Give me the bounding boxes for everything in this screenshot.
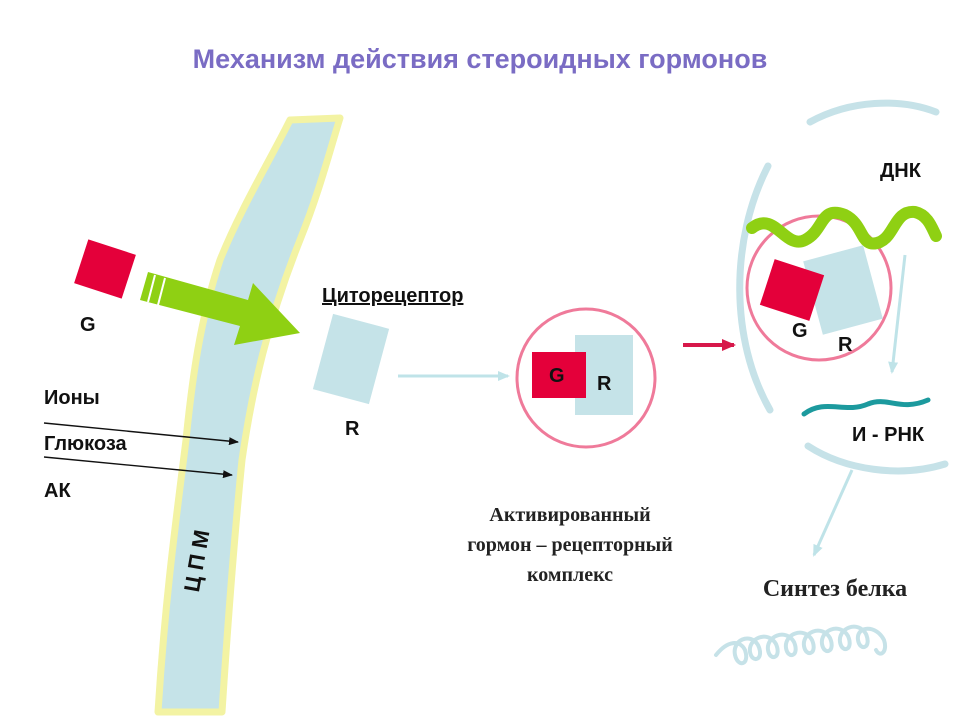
receptor-free [312, 313, 390, 405]
complex-caption: Активированный гормон – рецепторный комп… [420, 500, 720, 590]
glucose-arrow [43, 456, 233, 479]
receptor-free-label: R [345, 418, 360, 440]
complex-hormone-label: G [549, 365, 565, 387]
hormone-receptor-complex [515, 307, 657, 449]
mrna-label: И - РНК [852, 424, 925, 446]
receptor-nucleus [803, 245, 883, 335]
nucleus-receptor-label: R [838, 334, 853, 356]
complex-caption-line-3: комплекс [526, 564, 614, 586]
cell-membrane [154, 114, 344, 716]
nucleus-hormone-label: G [792, 320, 808, 342]
protein-coil [714, 624, 887, 666]
glucose-label: Глюкоза [44, 433, 127, 455]
ions-arrow [43, 422, 239, 446]
hormone-nucleus [759, 259, 825, 321]
dna-to-mrna-arrow [888, 254, 907, 374]
dna-label: ДНК [880, 160, 921, 182]
dna-strand [746, 206, 942, 250]
amino-acids-label: АК [44, 480, 71, 502]
complex-caption-line-1: Активированный [489, 504, 651, 526]
page-title: Механизм действия стероидных гормонов [192, 44, 768, 74]
protein-synthesis-label: Синтез белка [762, 576, 908, 602]
hormone-outside [74, 239, 136, 299]
cytoreceptor-label: Циторецептор [322, 285, 464, 307]
mrna-to-protein-arrow [812, 469, 854, 557]
nucleus-envelope [736, 99, 949, 475]
hormone-outside-label: G [80, 314, 96, 336]
mrna-strand [801, 397, 931, 417]
complex-caption-line-2: гормон – рецепторный [467, 534, 673, 556]
complex-receptor-label: R [597, 373, 612, 395]
ions-label: Ионы [44, 387, 100, 409]
hormone-entry-arrow [140, 272, 300, 345]
